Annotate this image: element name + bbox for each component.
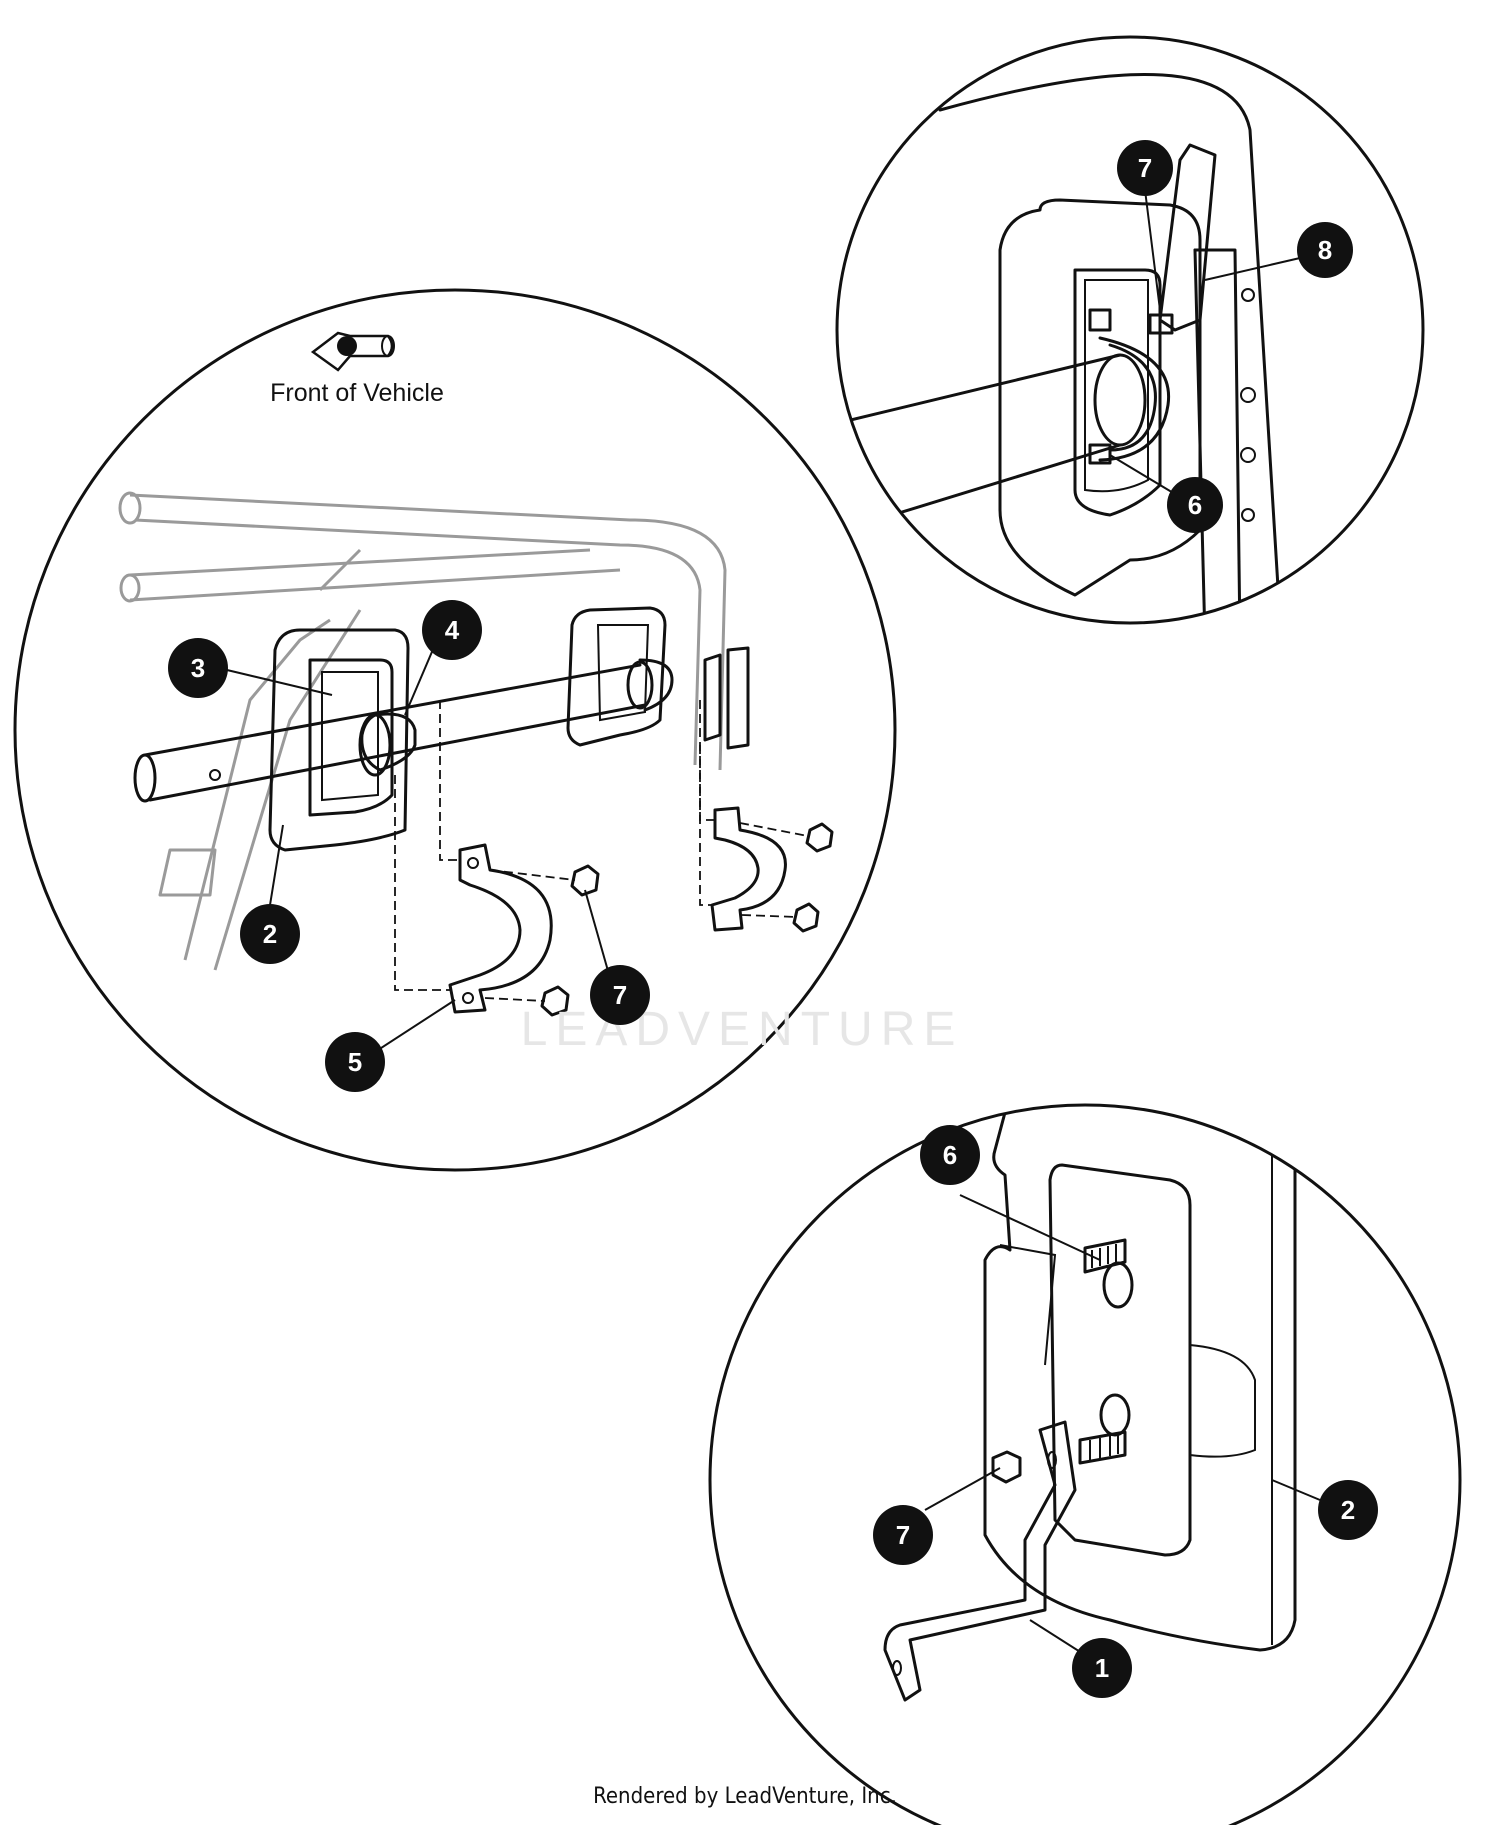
detail-circle-border xyxy=(835,35,1425,625)
front-arrow-icon xyxy=(310,331,395,372)
u-clamp-exploded-right xyxy=(710,806,787,932)
svg-text:8: 8 xyxy=(1318,235,1332,265)
watermark: LEADVENTURE xyxy=(521,1003,964,1056)
nut xyxy=(570,864,600,897)
u-clamp-exploded-left xyxy=(448,843,553,1014)
detail-circle-bottom xyxy=(708,1103,1462,1825)
svg-text:1: 1 xyxy=(1095,1653,1109,1683)
tube xyxy=(837,353,1122,427)
bolt-upper xyxy=(1083,1238,1134,1309)
svg-text:7: 7 xyxy=(613,980,627,1010)
callout-bottom-2: 2 xyxy=(1318,1480,1378,1540)
svg-text:7: 7 xyxy=(1138,153,1152,183)
svg-text:6: 6 xyxy=(943,1140,957,1170)
bolt-lower xyxy=(1078,1393,1131,1465)
u-clamp xyxy=(1108,343,1157,452)
bolt-head xyxy=(1088,443,1112,465)
svg-text:2: 2 xyxy=(1341,1495,1355,1525)
nut xyxy=(991,1450,1022,1484)
tube-clamp-right xyxy=(638,658,674,712)
main-circle-border xyxy=(13,288,897,1172)
front-of-vehicle-caption: Front of Vehicle xyxy=(270,379,444,407)
svg-text:2: 2 xyxy=(263,919,277,949)
callout-bottom-6: 6 xyxy=(920,1125,980,1185)
callout-main-2: 2 xyxy=(240,904,300,964)
callout-main-4: 4 xyxy=(422,600,482,660)
post-hole xyxy=(1241,508,1255,522)
callout-top-6: 6 xyxy=(1167,477,1223,533)
main-tube xyxy=(143,663,642,757)
callout-top-7: 7 xyxy=(1117,140,1173,196)
callout-main-7: 7 xyxy=(590,965,650,1025)
nut xyxy=(540,985,570,1017)
mounting-pad-right xyxy=(566,606,667,747)
bent-bracket xyxy=(883,1420,1077,1702)
callout-main-5: 5 xyxy=(325,1032,385,1092)
post-hole xyxy=(1241,288,1255,302)
callout-top-8: 8 xyxy=(1297,222,1353,278)
detail-circle-top xyxy=(835,35,1425,625)
post-hole xyxy=(1240,447,1256,463)
svg-text:7: 7 xyxy=(896,1520,910,1550)
main-circle: Front of Vehicle xyxy=(13,288,897,1172)
svg-text:5: 5 xyxy=(348,1047,362,1077)
frame-tube-upper xyxy=(129,493,727,771)
callout-bottom-1: 1 xyxy=(1072,1638,1132,1698)
callout-main-3: 3 xyxy=(168,638,228,698)
svg-text:4: 4 xyxy=(445,615,460,645)
frame-tube-lower xyxy=(129,548,591,577)
bolt-head xyxy=(1088,308,1112,332)
detail-circle-border xyxy=(708,1103,1462,1825)
svg-text:3: 3 xyxy=(191,653,205,683)
nut xyxy=(805,822,834,853)
mounting-pad-large xyxy=(983,1105,1297,1652)
post-hole xyxy=(1240,387,1256,403)
nut xyxy=(1148,313,1174,335)
mounting-pad xyxy=(998,198,1202,597)
footer-credit: Rendered by LeadVenture, Inc. xyxy=(593,1784,897,1809)
callout-bottom-7: 7 xyxy=(873,1505,933,1565)
bracket xyxy=(1158,143,1217,332)
backing-plate xyxy=(1048,1163,1192,1557)
mounting-pad-left xyxy=(268,628,410,852)
svg-text:6: 6 xyxy=(1188,490,1202,520)
post-bracket xyxy=(703,653,722,742)
nut xyxy=(792,902,820,933)
